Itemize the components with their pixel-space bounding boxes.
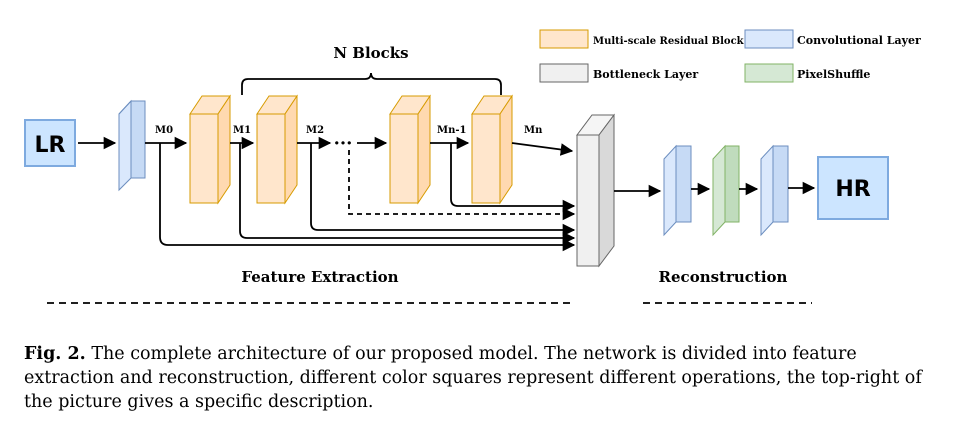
legend-swatch-bottleneck <box>539 63 589 83</box>
msrb-block-n-1 <box>389 94 431 205</box>
skip-dots <box>348 150 576 221</box>
figure-caption: Fig. 2. The complete architecture of our… <box>24 342 939 414</box>
m0-label: M0 <box>155 125 173 136</box>
architecture-diagram: Multi-scale Residual Block Convolutional… <box>24 29 921 304</box>
reconstruction-label: Reconstruction <box>659 268 788 286</box>
pixelshuffle-layer <box>712 144 740 237</box>
m2-label: M2 <box>306 125 324 136</box>
skip-m0 <box>159 143 576 252</box>
n-blocks-brace <box>241 72 502 95</box>
lr-input-box <box>24 119 76 167</box>
mn-label: Mn <box>524 125 543 136</box>
bottleneck-layer <box>576 113 615 268</box>
m1-label: M1 <box>233 125 251 136</box>
caption-label: Fig. 2. <box>24 344 86 364</box>
legend-swatch-conv <box>744 29 794 49</box>
legend-swatch-msrb <box>539 29 589 49</box>
caption-text: The complete architecture of our propose… <box>24 344 922 412</box>
conv-layer-3 <box>760 144 789 237</box>
hr-label: HR <box>835 177 870 202</box>
arrow-mn <box>511 142 574 156</box>
conv-layer-1 <box>118 99 132 192</box>
msrb-block-1 <box>189 94 231 205</box>
legend: Multi-scale Residual Block Convolutional… <box>539 29 921 83</box>
skip-m1 <box>239 143 576 245</box>
hr-output-box <box>817 156 889 220</box>
legend-swatch-pixelshuffle <box>744 63 794 83</box>
legend-label-conv: Convolutional Layer <box>797 34 921 47</box>
msrb-block-2 <box>256 94 298 205</box>
n-blocks-title: N Blocks <box>333 44 408 62</box>
skip-m2 <box>310 143 576 237</box>
msrb-block-n <box>471 94 513 205</box>
conv-layer-2 <box>663 144 692 237</box>
feature-extraction-label: Feature Extraction <box>241 268 398 286</box>
mn-1-label: Mn-1 <box>437 125 466 136</box>
legend-label-pixelshuffle: PixelShuffle <box>797 68 870 81</box>
lr-label: LR <box>35 133 66 158</box>
legend-label-msrb: Multi-scale Residual Block <box>593 36 745 47</box>
ellipsis: ··· <box>334 133 353 154</box>
legend-label-bottleneck: Bottleneck Layer <box>593 68 698 81</box>
skip-mn-1 <box>450 143 576 213</box>
